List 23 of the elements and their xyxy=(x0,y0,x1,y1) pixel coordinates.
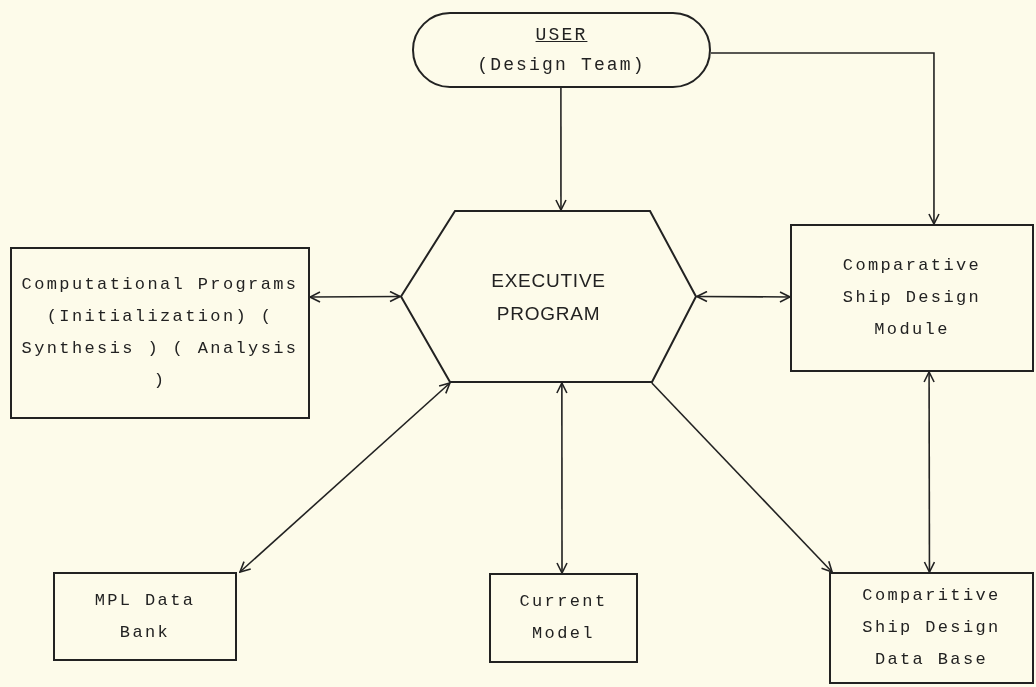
process-box xyxy=(53,572,237,661)
arrow xyxy=(239,382,451,573)
box-label: Comparitive Ship Design Data Base xyxy=(861,585,1002,671)
terminal-pill xyxy=(412,12,711,88)
arrow xyxy=(696,290,791,303)
box-label: Comparative Ship Design Module xyxy=(841,255,983,341)
box-label: Computational Programs (Initialization) ( Synthesis ) ( Analysis ) xyxy=(20,274,300,392)
arrow xyxy=(556,382,568,574)
process-box xyxy=(10,247,310,419)
arrow xyxy=(710,52,940,225)
box-label: Current Model xyxy=(518,591,609,645)
process-box xyxy=(489,573,638,663)
hexagon-label: EXECUTIVE PROGRAM xyxy=(490,268,607,326)
user-subtitle: (Design Team) xyxy=(477,54,646,77)
arrow xyxy=(923,371,936,573)
hexagon-box xyxy=(400,210,697,383)
arrow xyxy=(555,87,567,211)
process-box xyxy=(790,224,1034,372)
arrow xyxy=(309,290,401,303)
user-title: USER xyxy=(535,24,588,47)
arrow xyxy=(651,382,833,573)
box-label: MPL Data Bank xyxy=(93,589,197,644)
process-box xyxy=(829,572,1034,684)
